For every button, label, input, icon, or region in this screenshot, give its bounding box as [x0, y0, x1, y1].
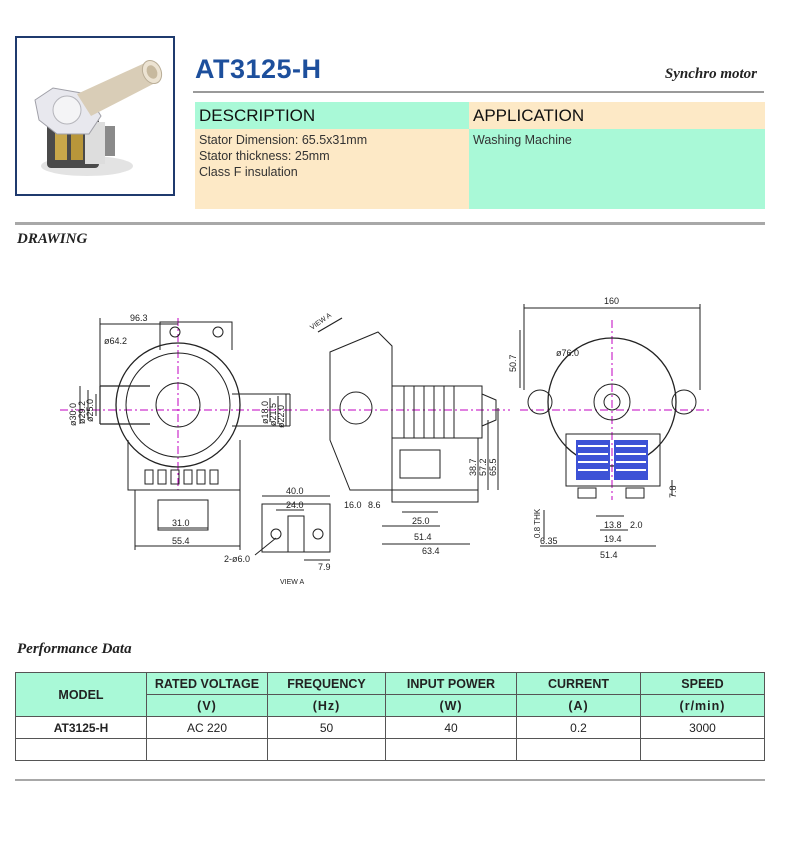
dim-text: 25.0 [412, 516, 430, 526]
application-panel: APPLICATION Washing Machine [469, 102, 765, 209]
dim-text: 51.4 [600, 550, 618, 560]
dim-text: ø29.2 [77, 401, 87, 424]
dim-text: ø21.5 [268, 403, 278, 426]
dim-text: ø64.2 [104, 336, 127, 346]
dim-text: 50.7 [508, 354, 518, 372]
table-cell [516, 738, 641, 761]
product-photo [15, 36, 175, 196]
table-cell: 3000 [640, 716, 765, 739]
application-heading: APPLICATION [469, 102, 765, 129]
table-cell [385, 738, 517, 761]
dim-text: ø76.0 [556, 348, 579, 358]
technical-drawing: 96.3 ø64.2 ø30.0 ø29.2 ø25.0 ø18.0 ø21.5… [60, 296, 710, 586]
description-panel: DESCRIPTION Stator Dimension: 65.5x31mm … [195, 102, 469, 209]
column-header: CURRENT [516, 672, 641, 695]
dim-text: 63.4 [422, 546, 440, 556]
dim-text: 13.8 [604, 520, 622, 530]
dim-text: 8.6 [368, 500, 381, 510]
column-header: FREQUENCY [267, 672, 386, 695]
drawing-heading: DRAWING [17, 231, 88, 247]
product-subtitle: Synchro motor [664, 66, 757, 82]
section-divider [15, 222, 765, 225]
dim-text: 2.0 [630, 520, 643, 530]
column-header: MODEL [15, 672, 147, 717]
description-line: Stator thickness: 25mm [199, 149, 330, 163]
table-cell [267, 738, 386, 761]
column-unit: (V) [146, 694, 268, 717]
dim-text: ø30.0 [68, 403, 78, 426]
dim-text: 55.4 [172, 536, 190, 546]
dim-text: 19.4 [604, 534, 622, 544]
column-header: INPUT POWER [385, 672, 517, 695]
column-unit: (Hz) [267, 694, 386, 717]
dim-text: 160 [604, 296, 619, 306]
table-cell: 50 [267, 716, 386, 739]
dim-text: 57.2 [478, 458, 488, 476]
dim-text: 24.0 [286, 500, 304, 510]
dim-text: 40.0 [286, 486, 304, 496]
dim-text: 65.5 [488, 458, 498, 476]
description-line: Class F insulation [199, 165, 298, 179]
column-unit: (W) [385, 694, 517, 717]
dim-text: 0.8 THK [533, 508, 542, 538]
dim-text: 16.0 [344, 500, 362, 510]
dim-text: 51.4 [414, 532, 432, 542]
dim-text: ø18.0 [260, 401, 270, 424]
table-row [15, 738, 765, 761]
table-cell [640, 738, 765, 761]
column-header: SPEED [640, 672, 765, 695]
dim-text: 38.7 [468, 458, 478, 476]
rear-view [519, 304, 710, 547]
table-cell-model: AT3125-H [15, 716, 147, 739]
product-title: AT3125-H [195, 54, 322, 84]
table-header-row: MODEL RATED VOLTAGE FREQUENCY INPUT POWE… [15, 672, 765, 717]
dim-text: 7.8 [668, 485, 678, 498]
detail-view [254, 495, 331, 561]
column-unit: (A) [516, 694, 641, 717]
description-heading: DESCRIPTION [195, 102, 469, 129]
performance-heading: Performance Data [17, 641, 132, 657]
table-row: AT3125-H AC 220 50 40 0.2 3000 [15, 716, 765, 739]
dim-text: 7.9 [318, 562, 331, 572]
dim-text: ø25.0 [85, 399, 95, 422]
table-cell: AC 220 [146, 716, 268, 739]
column-unit: (r/min) [640, 694, 765, 717]
side-view [300, 317, 510, 545]
dim-text: 96.3 [130, 313, 148, 323]
table-cell: 0.2 [516, 716, 641, 739]
description-line: Stator Dimension: 65.5x31mm [199, 133, 368, 147]
dim-text: 6.35 [540, 536, 558, 546]
dim-text: 2-ø6.0 [224, 554, 250, 564]
dim-text: VIEW A [280, 579, 304, 586]
dim-text: ø22.0 [276, 405, 286, 428]
dim-text: VIEW A [309, 312, 333, 332]
dim-text: 31.0 [172, 518, 190, 528]
front-view [60, 318, 300, 550]
footer-divider [15, 779, 765, 781]
table-unit-row: (V) (Hz) (W) (A) (r/min) [16, 694, 765, 717]
column-header: RATED VOLTAGE [146, 672, 268, 695]
table-cell [146, 738, 268, 761]
table-cell: 40 [385, 716, 517, 739]
motor-photo-illustration [17, 38, 173, 194]
description-lines: Stator Dimension: 65.5x31mm Stator thick… [199, 132, 367, 180]
application-lines: Washing Machine [473, 132, 572, 148]
title-divider [193, 91, 764, 93]
performance-table: MODEL RATED VOLTAGE FREQUENCY INPUT POWE… [15, 672, 765, 761]
application-line: Washing Machine [473, 133, 572, 147]
table-cell [15, 738, 147, 761]
